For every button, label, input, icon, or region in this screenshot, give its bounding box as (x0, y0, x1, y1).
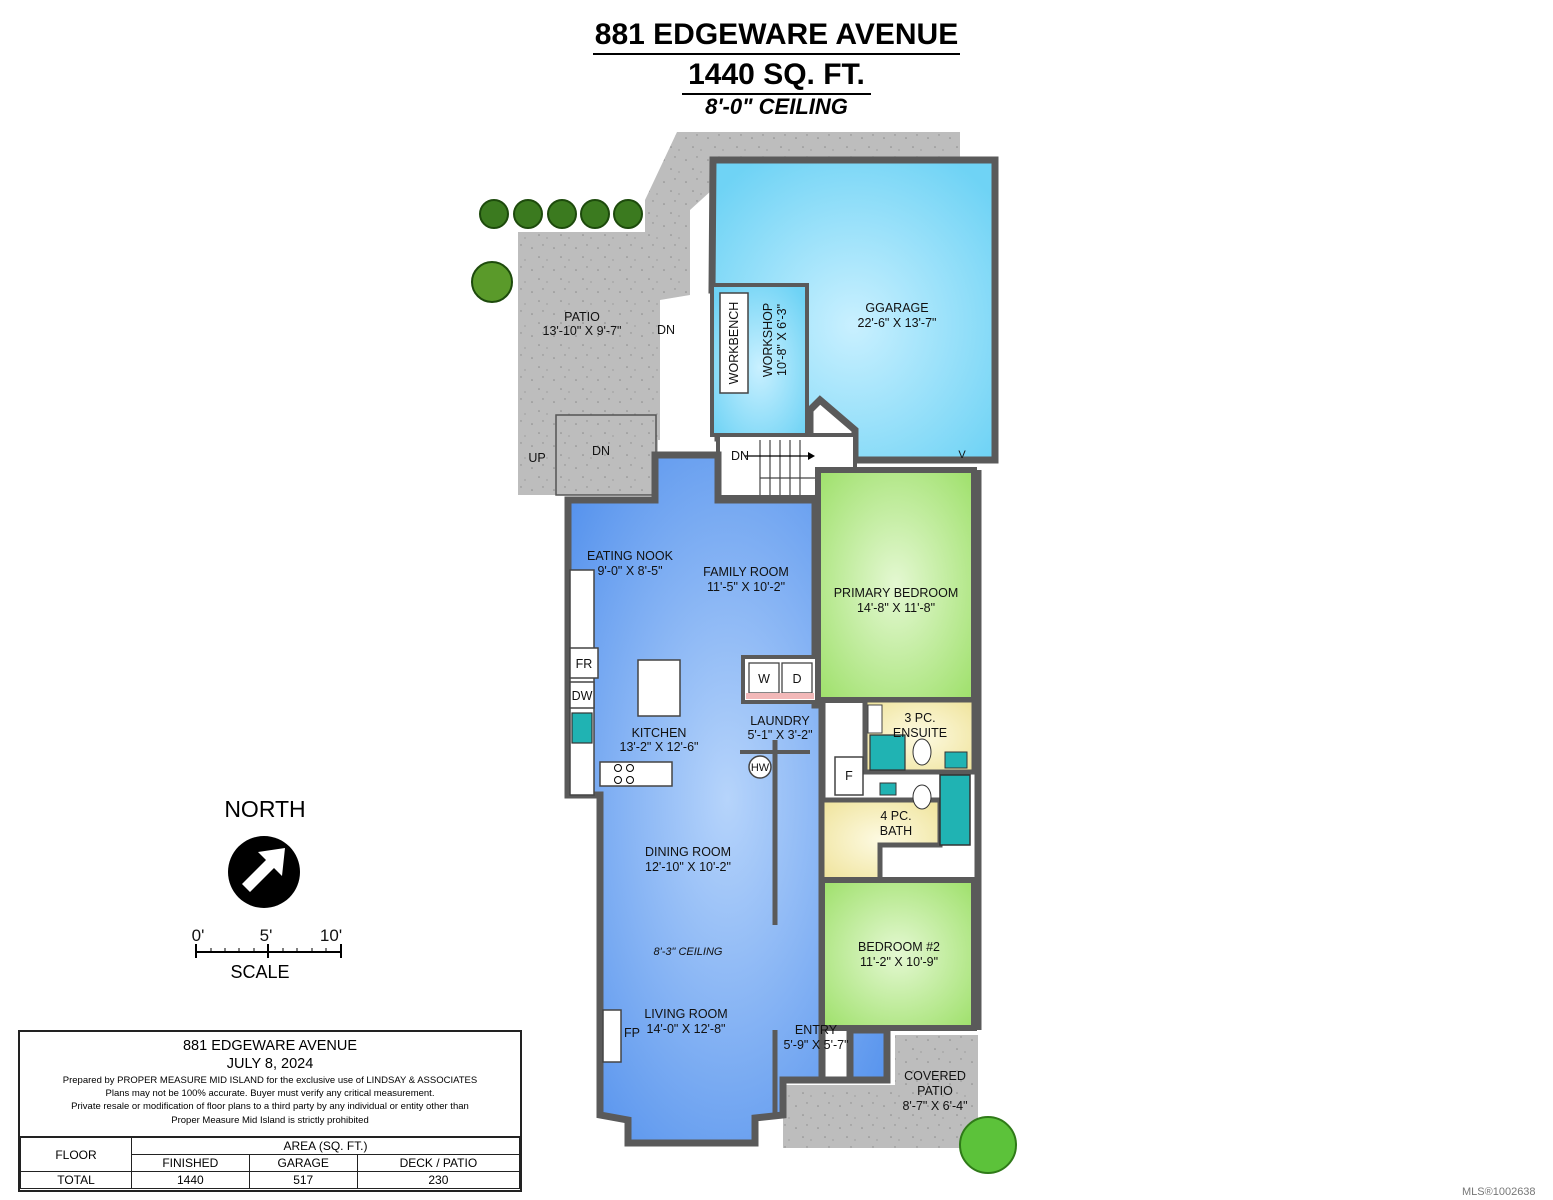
washer-label: W (758, 672, 770, 686)
dn-label-3: DN (731, 449, 749, 463)
plan-area: 1440 SQ. FT. (0, 58, 1553, 95)
family-room-label: FAMILY ROOM (703, 565, 789, 579)
floor-header: FLOOR (20, 1137, 132, 1172)
living-room-label: LIVING ROOM (644, 1007, 727, 1021)
covered-patio-label-2: PATIO (917, 1084, 953, 1098)
scale-tick-10: 10' (320, 926, 342, 945)
bathtub (939, 774, 971, 846)
area-header: AREA (SQ. FT.) (131, 1137, 520, 1155)
laundry-fixtures (741, 655, 819, 704)
ensuite-label-1: 3 PC. (904, 711, 935, 725)
shrubs (471, 199, 1017, 1174)
garage-dims: 22'-6" X 13'-7" (858, 316, 937, 330)
info-address: 881 EDGEWARE AVENUE (182, 1038, 358, 1054)
bedroom2-dims: 11'-2" X 10'-9" (860, 955, 938, 969)
bath-label-2: BATH (880, 824, 912, 838)
dn-label-1: DN (657, 323, 675, 337)
area-table: FLOOR AREA (SQ. FT.) FINISHED GARAGE DEC… (20, 1137, 521, 1189)
plan-title: 881 EDGEWARE AVENUE (0, 18, 1553, 55)
patio-label: PATIO (564, 310, 600, 324)
col-garage: GARAGE (248, 1154, 358, 1172)
bath-label-1: 4 PC. (880, 809, 911, 823)
fridge-label: FR (576, 657, 593, 671)
hot-water-label: HW (751, 762, 770, 774)
workshop-label: WORKSHOP (761, 303, 775, 377)
dining-room-dims: 12'-10" X 10'-2" (645, 860, 731, 874)
info-line-1: Prepared by PROPER MEASURE MID ISLAND fo… (62, 1075, 478, 1086)
kitchen-label: KITCHEN (632, 726, 687, 740)
hot-water-tank (748, 755, 772, 779)
garage-label: GGARAGE (865, 301, 928, 315)
scale-label: SCALE (230, 962, 290, 982)
total-deck-patio: 230 (356, 1171, 521, 1189)
info-line-2: Plans may not be 100% accurate. Buyer mu… (105, 1088, 435, 1100)
primary-bedroom-room (815, 467, 977, 703)
dining-room-label: DINING ROOM (645, 845, 731, 859)
freezer (834, 756, 864, 796)
row-total-label: TOTAL (20, 1171, 132, 1189)
eating-nook-label: EATING NOOK (587, 549, 674, 563)
north-label: NORTH (224, 796, 306, 822)
patio-dims: 13'-10" X 9'-7" (543, 324, 622, 338)
info-box-header: 881 EDGEWARE AVENUE JULY 8, 2024 Prepare… (20, 1032, 520, 1137)
living-room-dims: 14'-0" X 12'-8" (647, 1022, 726, 1036)
laundry-label: LAUNDRY (750, 714, 810, 728)
fireplace (602, 1009, 622, 1063)
kitchen-counters (569, 569, 681, 796)
freezer-label: F (845, 769, 853, 783)
col-finished: FINISHED (131, 1154, 250, 1172)
info-box: 881 EDGEWARE AVENUE JULY 8, 2024 Prepare… (18, 1030, 522, 1192)
dn-label-2: DN (592, 444, 610, 458)
patio-slabs (518, 132, 978, 1148)
up-label: UP (528, 451, 545, 465)
kitchen-island (637, 659, 681, 717)
scale-tick-0: 0' (192, 926, 205, 945)
vent-label: V (958, 449, 966, 461)
fireplace-label: FP (624, 1026, 640, 1040)
info-line-3: Private resale or modification of floor … (71, 1101, 469, 1113)
covered-patio-dims: 8'-7" X 6'-4" (902, 1099, 967, 1113)
covered-patio-label-1: COVERED (904, 1069, 966, 1083)
info-line-4: Proper Measure Mid Island is strictly pr… (171, 1114, 369, 1126)
dining-ceiling-label: 8'-3" CEILING (654, 946, 723, 958)
primary-bedroom-dims: 14'-8" X 11'-8" (857, 601, 935, 615)
scale-bar: 0' 5' 10' (192, 926, 342, 958)
north-compass-icon (228, 836, 300, 908)
info-date: JULY 8, 2024 (226, 1056, 314, 1072)
col-deck-patio: DECK / PATIO (356, 1154, 521, 1172)
laundry-dims: 5'-1" X 3'-2" (747, 728, 812, 742)
bedroom2-label: BEDROOM #2 (858, 940, 940, 954)
entry-label: ENTRY (795, 1023, 838, 1037)
mls-watermark: MLS®1002638 (1462, 1186, 1536, 1198)
bedroom2-room (819, 877, 977, 1031)
workshop-dims: 10'-8" X 6'-3" (775, 304, 789, 376)
primary-bedroom-label: PRIMARY BEDROOM (834, 586, 959, 600)
dishwasher-label: DW (572, 689, 593, 703)
entry-dims: 5'-9" X 5'-7" (783, 1038, 848, 1052)
eating-nook-dims: 9'-0" X 8'-5" (597, 564, 662, 578)
family-room-dims: 11'-5" X 10'-2" (707, 580, 785, 594)
dryer-label: D (792, 672, 801, 686)
total-garage: 517 (248, 1171, 358, 1189)
workbench (719, 292, 749, 394)
workbench-label: WORKBENCH (727, 302, 741, 385)
total-finished: 1440 (131, 1171, 250, 1189)
scale-tick-5: 5' (260, 926, 273, 945)
kitchen-dims: 13'-2" X 12'-6" (620, 740, 699, 754)
ensuite-label-2: ENSUITE (893, 726, 947, 740)
plan-ceiling: 8'-0" CEILING (705, 94, 848, 119)
